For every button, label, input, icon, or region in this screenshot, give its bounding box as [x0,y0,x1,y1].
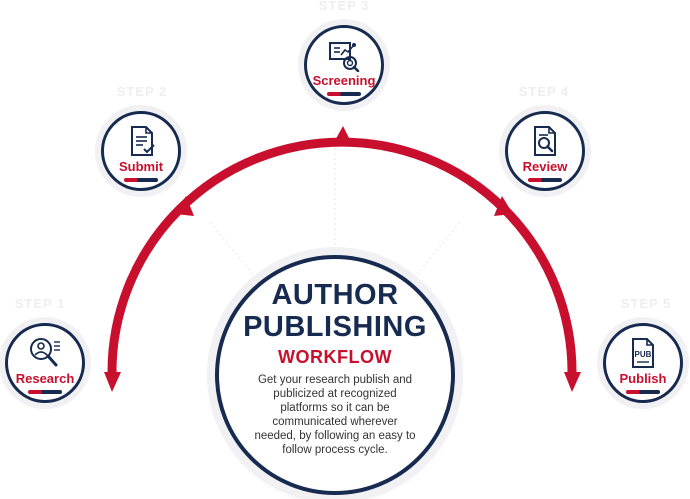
step-review-label: Review [522,159,568,174]
step-publish-label: Publish [619,371,667,386]
arc-arrow-right [564,372,581,392]
arc-arrow-top [333,126,352,144]
arc-arrow-upper-right [494,196,513,216]
step-4-ghost-label: STEP 4 [518,84,570,99]
step-3-ghost-label: STEP 3 [318,0,370,13]
workflow-subtitle: WORKFLOW [278,347,392,367]
arc-arrow-left [104,372,121,392]
screening-chart-icon [329,42,360,72]
document-check-icon [131,126,155,156]
step-screening-node[interactable]: Screening [304,25,384,105]
step-review-bar [528,178,562,182]
step-screening-bar [327,92,361,96]
step-research-node[interactable]: Research [5,323,85,403]
step-submit-node[interactable]: Submit [101,111,181,191]
step-publish-node[interactable]: PUB Publish [603,323,683,403]
pub-icon-text: PUB [635,350,652,359]
center-circle: AUTHOR PUBLISHING WORKFLOW Get your rese… [215,255,455,495]
step-publish-bar [626,390,660,394]
step-submit-bar [124,178,158,182]
step-research-bar [28,390,62,394]
arc-arrow-upper-left [175,196,194,216]
workflow-description: Get your research publish and publicized… [254,374,416,456]
step-submit-label: Submit [118,159,164,174]
document-magnifier-icon [534,126,556,156]
step-5-ghost-label: STEP 5 [620,296,672,311]
research-search-icon [30,338,60,367]
title-line-1: AUTHOR [271,279,399,311]
pub-document-icon: PUB [632,338,654,368]
step-screening-label: Screening [312,73,376,88]
step-2-ghost-label: STEP 2 [116,84,168,99]
step-1-ghost-label: STEP 1 [14,296,66,311]
step-review-node[interactable]: Review [505,111,585,191]
title-line-2: PUBLISHING [243,311,427,343]
step-research-label: Research [15,371,75,386]
